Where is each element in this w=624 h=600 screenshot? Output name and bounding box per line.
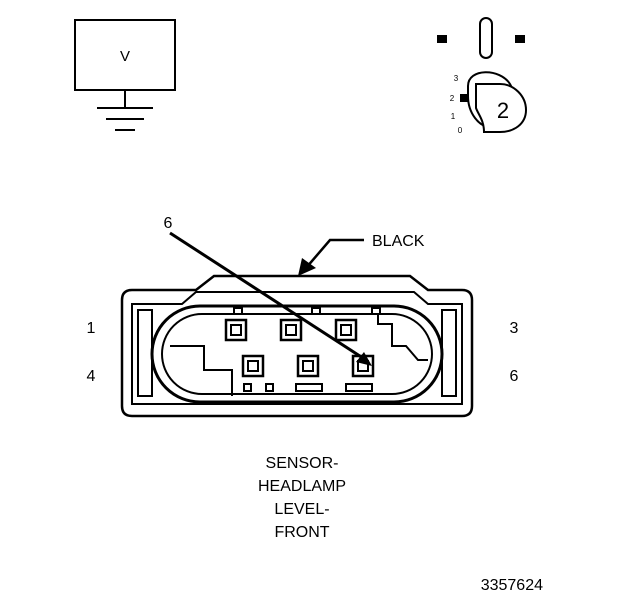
connector-inner-shell — [131, 291, 463, 405]
key-position-1: 1 — [451, 112, 456, 121]
key-marker-left — [437, 35, 447, 43]
connector-left-latch — [137, 309, 153, 397]
color-callout-arrowhead — [298, 258, 316, 276]
pin-number-6: 6 — [510, 368, 519, 385]
pin-cavity-3 — [334, 318, 358, 342]
pin-cavity-1 — [224, 318, 248, 342]
pin-cavity-4 — [241, 354, 265, 378]
connector-notch-bottom-1 — [243, 383, 252, 392]
pin-cavity-6 — [351, 354, 375, 378]
key-slot-icon — [479, 17, 493, 59]
voltmeter-label: V — [120, 48, 130, 65]
connector-caption: SENSOR- HEADLAMP LEVEL- FRONT — [258, 455, 346, 541]
connector-notch-top-3 — [371, 307, 381, 315]
key-position-indicator — [460, 94, 468, 102]
connector-key-ledge-right — [377, 312, 428, 361]
pin-number-1: 1 — [87, 320, 96, 337]
key-head-icon — [475, 83, 528, 133]
caption-line-4: FRONT — [274, 524, 329, 541]
figure-id: 3357624 — [481, 577, 543, 594]
caption-line-1: SENSOR- — [266, 455, 339, 472]
key-position-0: 0 — [458, 126, 463, 135]
key-marker-right — [515, 35, 525, 43]
connector-oval-inner — [161, 313, 433, 395]
ignition-key-icon: 3 2 1 0 2 — [437, 17, 528, 135]
color-callout-label: BLACK — [372, 233, 425, 250]
connector-notch-bottom-4 — [345, 383, 373, 392]
connector-notch-bottom-2 — [265, 383, 274, 392]
connector-body — [120, 274, 474, 418]
pin-cavities — [224, 318, 375, 378]
pin-6-callout-label: 6 — [164, 215, 173, 232]
color-callout-line — [305, 238, 364, 269]
voltmeter-symbol: V — [74, 19, 176, 131]
key-selected-position: 2 — [497, 98, 509, 123]
pin-cavity-2 — [279, 318, 303, 342]
connector-key-ledge-left — [170, 345, 233, 396]
caption-line-3: LEVEL- — [274, 501, 329, 518]
pin-6-callout-line — [169, 231, 367, 362]
connector-notch-top-1 — [233, 307, 243, 315]
connector-right-latch — [441, 309, 457, 397]
caption-line-2: HEADLAMP — [258, 478, 346, 495]
pin-cavity-5 — [296, 354, 320, 378]
connector-outer-shell — [120, 274, 474, 418]
key-position-3: 3 — [454, 74, 459, 83]
key-position-2: 2 — [450, 94, 455, 103]
pin-number-3: 3 — [510, 320, 519, 337]
connector-notch-bottom-3 — [295, 383, 323, 392]
connector-notch-top-2 — [311, 307, 321, 315]
pin-number-4: 4 — [87, 368, 96, 385]
